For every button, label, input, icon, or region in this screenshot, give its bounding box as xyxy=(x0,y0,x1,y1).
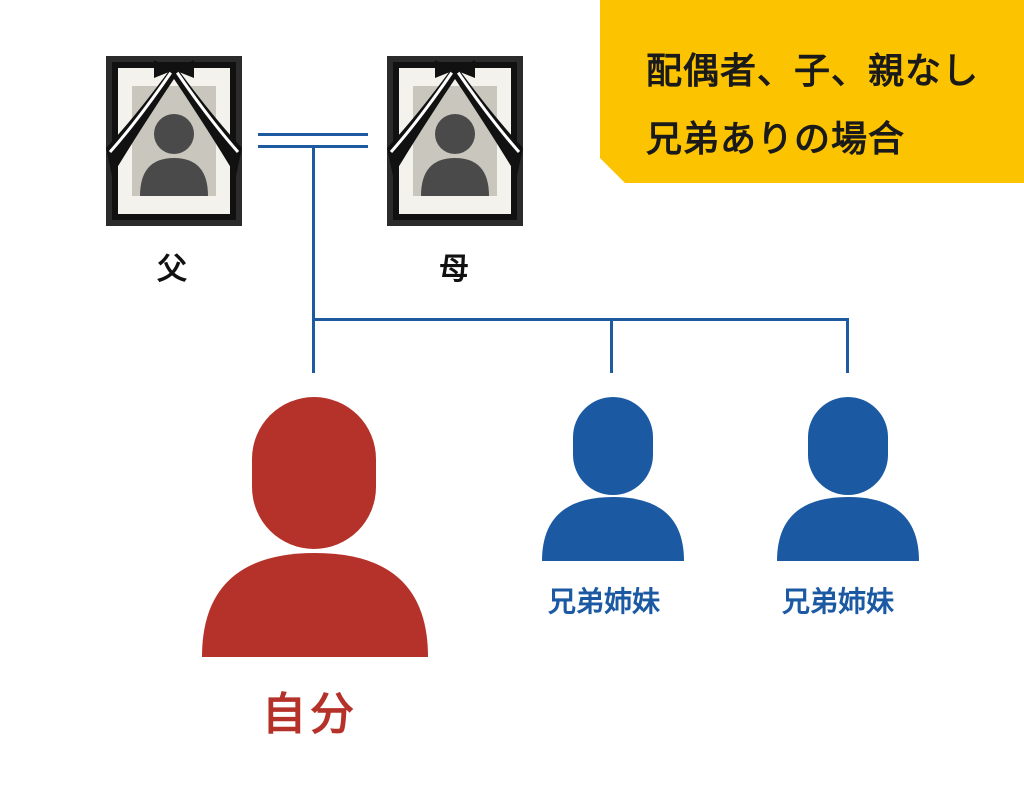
memorial-portrait-icon xyxy=(106,56,242,226)
sibling-person-icon xyxy=(777,397,919,561)
marriage-line-top xyxy=(258,133,368,136)
father-label: 父 xyxy=(157,252,187,287)
banner-title-line-1: 配偶者、子、親なし xyxy=(646,51,980,92)
descent-line xyxy=(312,147,315,373)
sibling-label-2: 兄弟姉妹 xyxy=(782,585,895,618)
memorial-portrait-icon xyxy=(387,56,523,226)
sibling-drop-2 xyxy=(846,318,849,373)
sibling-drop-1 xyxy=(610,318,613,373)
marriage-line-bottom xyxy=(258,145,368,148)
self-label: 自分 xyxy=(262,689,358,740)
banner-title-line-2: 兄弟ありの場合 xyxy=(646,119,906,160)
title-banner xyxy=(600,0,1024,183)
sibling-label-1: 兄弟姉妹 xyxy=(548,585,661,618)
self-person-icon xyxy=(202,397,428,657)
mother-label: 母 xyxy=(439,252,469,287)
sibling-person-icon xyxy=(542,397,684,561)
sibling-bar xyxy=(312,318,849,321)
